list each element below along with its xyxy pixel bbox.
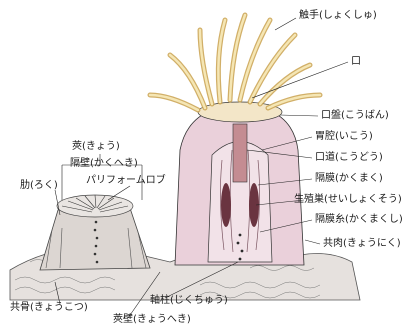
label-mouth: 口 bbox=[351, 56, 361, 68]
label-gastric-cavity: 胃腔(いこう) bbox=[315, 131, 373, 143]
label-costa: 肋(ろく) bbox=[20, 180, 58, 192]
label-pharynx: 口道(こうどう) bbox=[315, 152, 383, 164]
label-mesentery: 隔膜(かくまく) bbox=[315, 173, 383, 185]
label-columella: 軸柱(じくちゅう) bbox=[150, 295, 228, 307]
label-mesenterial-filament: 隔膜糸(かくまくし) bbox=[315, 214, 403, 226]
label-septum: 隔壁(かくへき) bbox=[70, 158, 138, 170]
label-tentacle: 触手(しょくしゅ) bbox=[299, 10, 377, 22]
label-coenosarc: 共肉(きょうにく) bbox=[323, 238, 401, 250]
label-gonad: 生殖巣(せいしょくそう) bbox=[294, 194, 402, 206]
tentacles bbox=[150, 15, 320, 110]
label-pali-lobe: パリフォームロブ bbox=[86, 175, 166, 187]
pharynx-shape bbox=[233, 124, 247, 182]
label-coenosteum: 共骨(きょうこつ) bbox=[10, 302, 88, 314]
label-theca: 莢壁(きょうへき) bbox=[113, 314, 191, 326]
label-calice: 莢(きょう) bbox=[72, 141, 120, 153]
label-oral-disc: 口盤(こうばん) bbox=[321, 110, 389, 122]
